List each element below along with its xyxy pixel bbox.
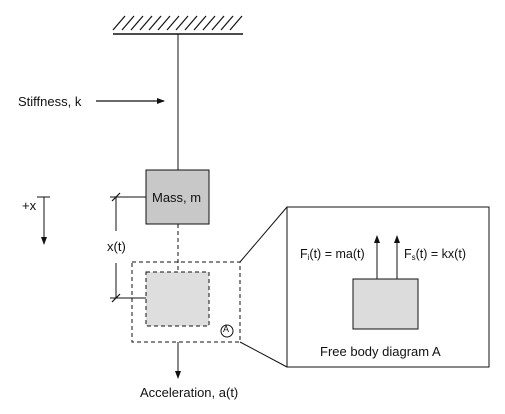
spring-force-expression: (t) = kx(t) <box>415 247 466 261</box>
stiffness-label: Stiffness, k <box>18 94 82 109</box>
displacement-label: x(t) <box>107 239 126 254</box>
spring-force-symbol: F <box>404 247 412 261</box>
fbd-mass-block <box>352 278 419 330</box>
inertial-force-expression: (t) = ma(t) <box>309 247 365 261</box>
positive-x-arrow <box>37 196 50 245</box>
displaced-mass-ghost <box>145 271 210 327</box>
marker-a-circle <box>220 324 234 338</box>
marker-a-label: A <box>223 324 230 334</box>
inertial-force-symbol: F <box>300 247 308 261</box>
spring-force-label: Fs(t) = kx(t) <box>404 248 466 262</box>
positive-x-label: +x <box>22 198 37 213</box>
mass-label: Mass, m <box>152 190 202 205</box>
projection-line-bottom <box>239 341 288 368</box>
displacement-dimension <box>110 192 146 303</box>
fbd-caption: Free body diagram A <box>320 344 441 359</box>
projection-line-top <box>239 206 288 263</box>
inertial-force-label: Fi(t) = ma(t) <box>300 248 365 262</box>
spring-force-subscript: s <box>411 253 416 262</box>
ceiling-support <box>112 15 243 35</box>
boundary-box-a <box>131 261 241 343</box>
inertial-force-subscript: i <box>307 253 310 262</box>
acceleration-label: Acceleration, a(t) <box>140 385 239 400</box>
